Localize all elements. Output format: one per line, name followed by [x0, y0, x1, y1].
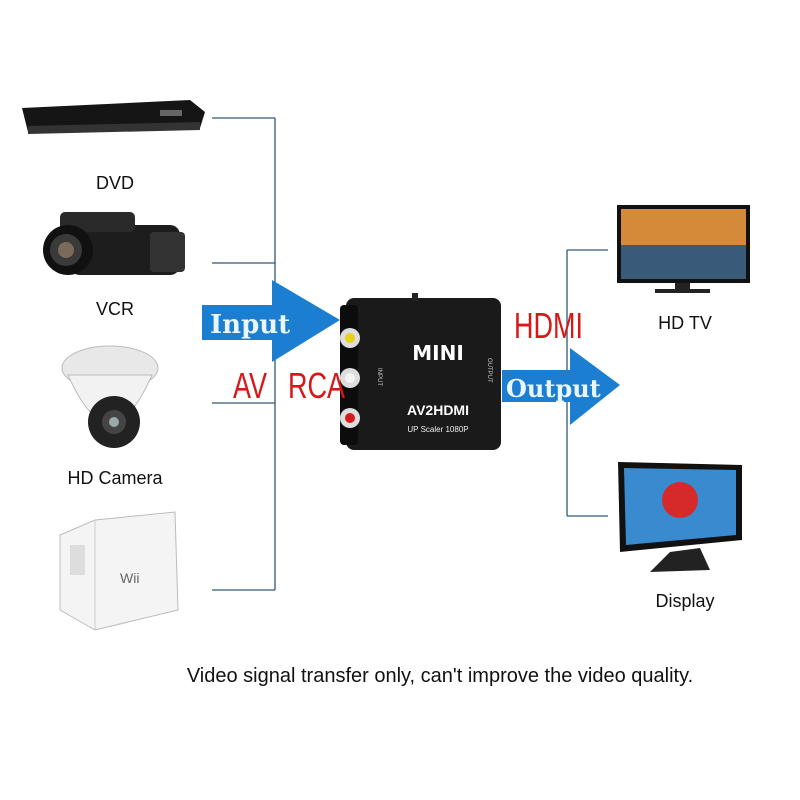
wii-logo: Wii: [120, 570, 139, 586]
converter-model: AV2HDMI: [407, 402, 469, 418]
dvd-label: DVD: [95, 173, 134, 193]
input-connector-lines: [212, 117, 276, 591]
input-arrow: [202, 280, 340, 362]
output-arrow-label: Output: [506, 374, 601, 403]
av-label: AV: [233, 365, 268, 406]
output-arrow: [502, 348, 620, 425]
input-arrow-label: Input: [210, 310, 290, 340]
av2hdmi-converter: MINI AV2HDMI UP Scaler 1080P INPUT OUTPU…: [340, 293, 501, 450]
hd-camera-label: HD Camera: [67, 468, 163, 488]
input-port-label: INPUT: [376, 368, 382, 386]
camcorder-icon: [43, 212, 185, 275]
converter-brand: MINI: [412, 341, 464, 365]
disclaimer-note: Video signal transfer only, can't improv…: [186, 665, 694, 687]
hd-tv-label: HD TV: [658, 313, 712, 333]
display-label: Display: [655, 591, 715, 611]
wii-console-icon: Wii: [59, 511, 179, 631]
tv-icon: [617, 205, 750, 293]
output-port-label: OUTPUT: [486, 358, 492, 383]
hdmi-label: HDMI: [514, 305, 583, 346]
dome-camera-icon: [61, 345, 159, 448]
converter-subtitle: UP Scaler 1080P: [407, 425, 468, 434]
vcr-label: VCR: [95, 299, 134, 319]
dvd-player-icon: [22, 100, 205, 134]
monitor-icon: [618, 462, 742, 572]
rca-label: RCA: [288, 365, 346, 406]
